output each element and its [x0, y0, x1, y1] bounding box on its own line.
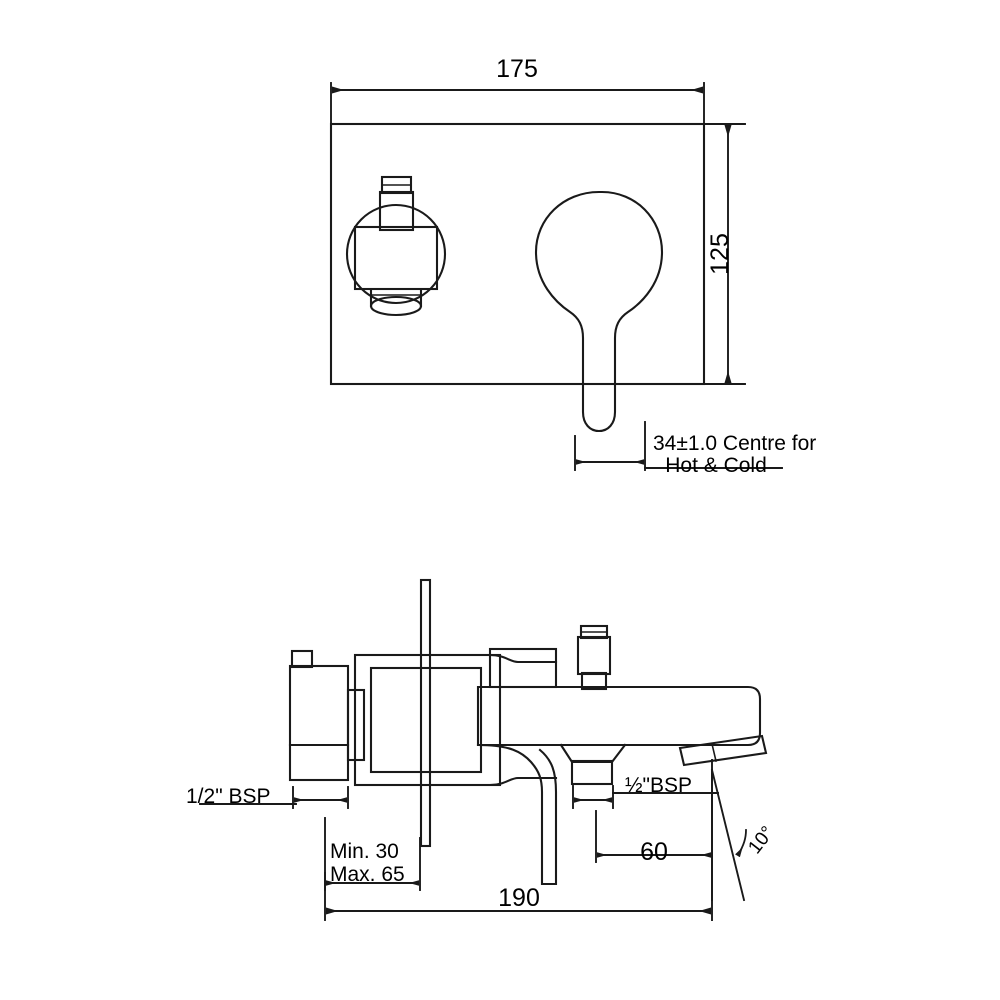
trim-plate-side — [428, 647, 558, 787]
diverter-stem — [378, 190, 415, 232]
angle-arc — [735, 829, 747, 858]
aerator-outline — [678, 734, 768, 767]
outlet-angle-label: 10° — [744, 823, 778, 859]
lever-handle-side — [476, 743, 558, 886]
aerator-inner-line — [711, 743, 717, 762]
outlet-offset-label: 60 — [640, 838, 668, 866]
handset-barrel — [576, 635, 612, 676]
escutcheon-plate — [329, 122, 706, 386]
bsp-right-label: ½"BSP — [625, 774, 692, 797]
diverter-knob — [345, 175, 447, 317]
side-view-group — [199, 578, 768, 921]
centre-note-line1: 34±1.0 Centre for — [653, 432, 816, 455]
bsp-right-dimension — [572, 785, 719, 809]
bsp-left-label: 1/2" BSP — [186, 785, 271, 808]
outlet-boss-shoulder — [559, 743, 627, 764]
lever-handle-outline — [534, 190, 664, 433]
lever-handle-side-outline — [476, 743, 558, 886]
centre-note-line2: Hot & Cold — [665, 454, 767, 477]
valve-body-inner — [369, 666, 483, 774]
diverter-collar-circle — [345, 203, 447, 305]
width-extension-lines — [330, 82, 705, 131]
bsp-left-dimension — [199, 786, 349, 809]
inlet-connector-left — [288, 649, 366, 782]
diverter-skirt-ellipse — [369, 295, 423, 317]
lever-handle — [534, 190, 664, 433]
diverter-body — [353, 225, 439, 291]
outlet-boss-bottom — [559, 743, 627, 786]
min-depth-label: Min. 30 — [330, 840, 399, 863]
spout-outline — [476, 685, 762, 747]
trim-plate-top — [428, 653, 558, 664]
projection-label: 190 — [498, 884, 540, 912]
valve-body-outer — [353, 653, 502, 787]
outlet-boss-thread — [570, 759, 614, 786]
inlet-upper-tab — [290, 649, 314, 669]
angle-dimension — [710, 768, 747, 902]
height-extension-lines — [699, 123, 746, 385]
plate-height-label: 125 — [706, 233, 734, 275]
handset-outlet-top — [576, 624, 612, 691]
centre-dimension — [574, 421, 783, 471]
trim-plate-bottom — [428, 776, 558, 787]
max-depth-label: Max. 65 — [330, 863, 405, 886]
inlet-body — [288, 664, 350, 782]
valve-body — [353, 653, 502, 787]
plate-width-label: 175 — [496, 55, 538, 83]
wall-line — [419, 578, 432, 848]
front-view-group — [329, 82, 783, 471]
spout-body — [476, 685, 762, 747]
aerator-face — [678, 734, 768, 767]
